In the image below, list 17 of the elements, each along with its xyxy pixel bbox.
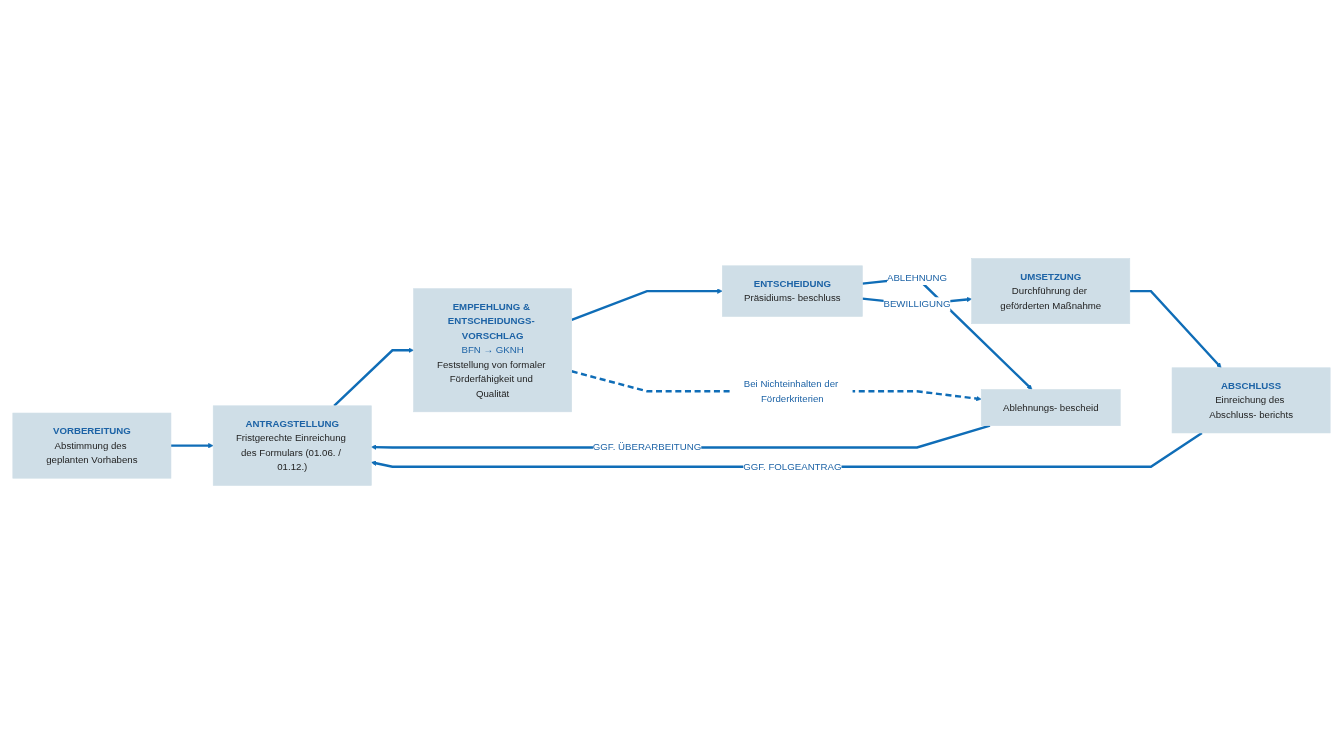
edge-label: GGF. ÜBERARBEITUNG bbox=[592, 442, 702, 453]
arrow bbox=[333, 347, 414, 407]
arrow bbox=[1129, 289, 1222, 368]
edge-label: BEWILLIGUNG bbox=[883, 298, 951, 310]
edge-label: Bei Nichteinhalten der Förderkriterien bbox=[743, 378, 839, 404]
node-box: UMSETZUNG Durchführung der geförderten Maßnahme bbox=[971, 258, 1131, 325]
node-box: VORBEREITUNG Abstimmung des geplanten Vorhabens bbox=[12, 412, 172, 479]
arrow bbox=[571, 288, 723, 322]
arrow bbox=[170, 442, 214, 449]
edge-label: ABLEHNUNG bbox=[886, 272, 948, 283]
node-box: ANTRAGSTELLUNG Fristgerechte Einreichung des Formulars (01.06. / 01.12.) bbox=[212, 405, 372, 486]
node-box: Ablehnungs- bescheid bbox=[980, 389, 1121, 426]
node-box: ABSCHLUSS Einreichung des Abschluss- berichts bbox=[1171, 367, 1331, 434]
arrow bbox=[371, 431, 1203, 468]
node-box: EMPFEHLUNG & ENTSCHEIDUNGS- VORSCHLAG BFN → GKNH Feststellung von formaler Förderfähigkeit und Qualität bbox=[413, 288, 572, 413]
node-box: ENTSCHEIDUNG Präsidiums- beschluss bbox=[722, 265, 863, 317]
edge-label: GGF. FOLGEANTRAG bbox=[743, 461, 842, 472]
